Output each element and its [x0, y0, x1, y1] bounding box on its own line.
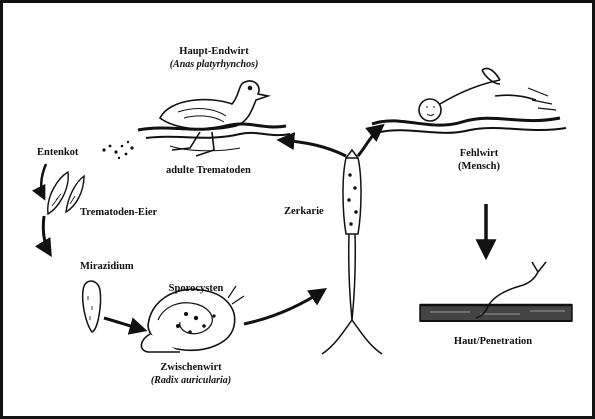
egg-icon: [48, 172, 84, 214]
arrow-snail-to-cercaria: [244, 290, 324, 324]
label-miracidium: Mirazidium: [80, 261, 134, 272]
arrow-cercaria-to-human: [358, 126, 382, 156]
cycle-arrows: [41, 126, 486, 330]
label-accidental-host: Fehlwirt: [460, 148, 499, 159]
label-duck-feces: Entenkot: [37, 147, 79, 158]
label-accidental-host-note: (Mensch): [458, 161, 500, 172]
arrow-feces-to-eggs: [41, 164, 46, 198]
label-intermediate-host-species: (Radix auricularia): [151, 375, 231, 386]
arrow-eggs-to-miracidium: [43, 216, 50, 254]
label-trematode-eggs: Trematoden-Eier: [80, 207, 158, 218]
snail-icon: [141, 286, 244, 352]
duck-icon: [138, 81, 290, 156]
miracidium-icon: [83, 281, 101, 332]
arrow-miracidium-to-snail: [104, 318, 144, 330]
label-sporocysts: Sporocysten: [169, 283, 224, 294]
label-skin-penetration: Haut/Penetration: [454, 336, 532, 347]
label-main-host-species: (Anas platyrhynchos): [170, 59, 259, 70]
label-main-host: Haupt-Endwirt: [179, 46, 249, 57]
feces-icon: [102, 141, 133, 159]
label-intermediate-host: Zwischenwirt: [160, 362, 222, 373]
arrow-cercaria-to-duck: [280, 140, 346, 156]
label-adult-trematodes: adulte Trematoden: [166, 165, 251, 176]
cercaria-icon: [322, 150, 382, 354]
swimmer-icon: [372, 68, 566, 132]
label-cercaria: Zerkarie: [284, 206, 324, 217]
skin-penetration-icon: [420, 262, 572, 321]
